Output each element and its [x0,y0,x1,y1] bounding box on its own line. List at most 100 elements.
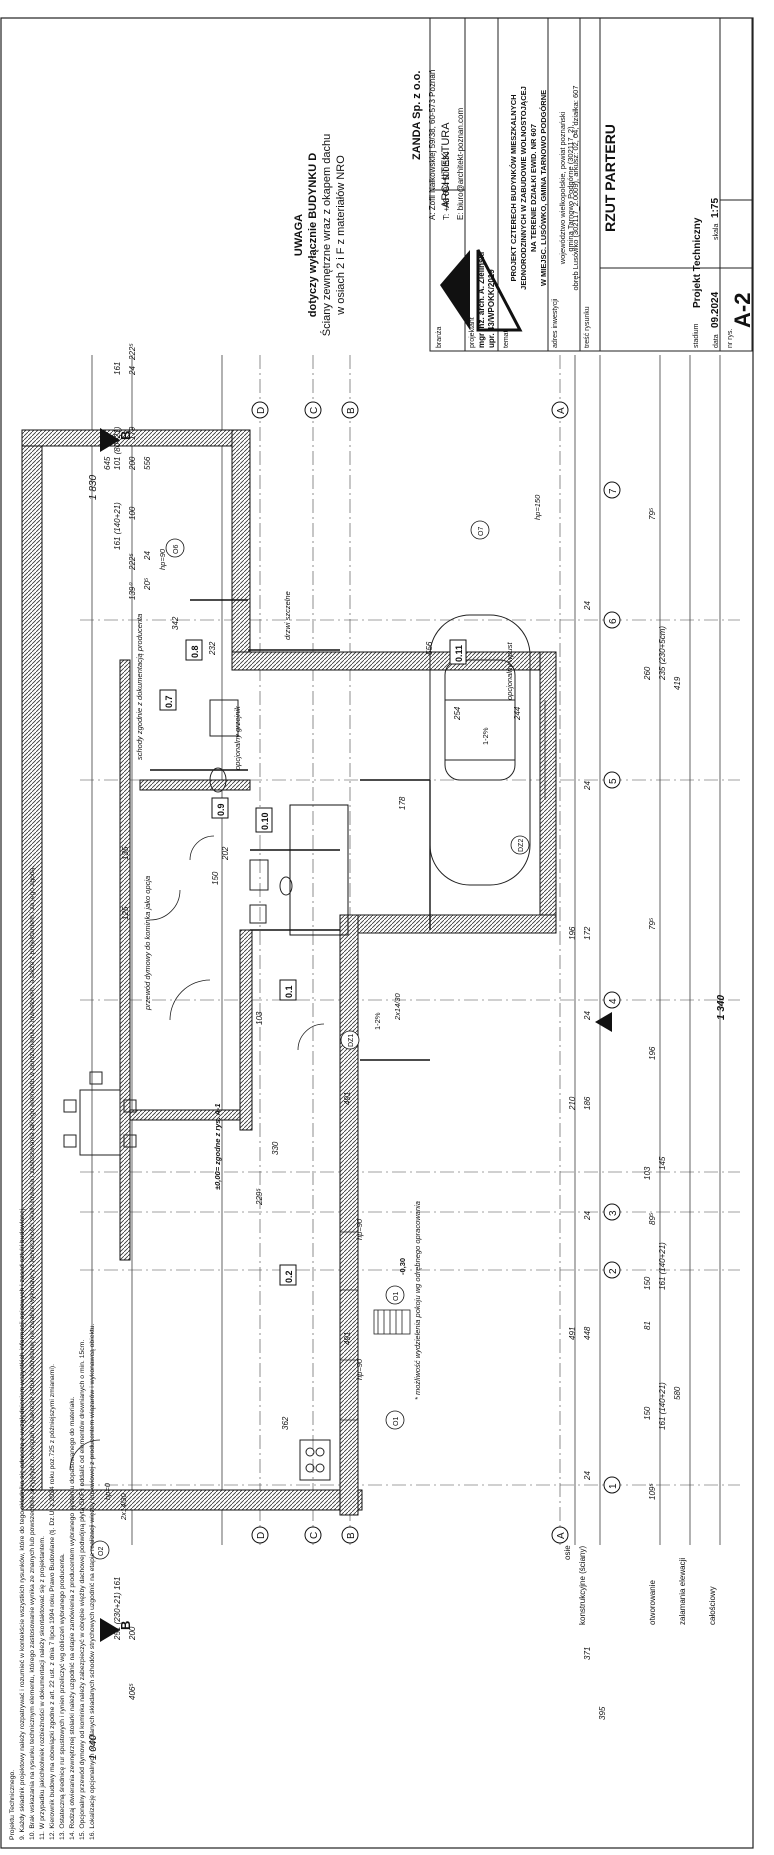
cooktop [299,1439,331,1481]
section-label-bottom: B [118,1621,133,1630]
room-dim-0: 229⁵ [255,1188,264,1206]
dim-bottom-12: 79⁵ [648,507,657,520]
dim-right-7: 101 (80+21) [113,426,122,470]
room-0-7: 0.7 [159,689,177,711]
dim-total-bottom: 1 340 [716,995,727,1020]
room-0-8: 0.8 [185,639,203,661]
dim-row2-3: 186 [583,1096,592,1110]
svg-text:0.1: 0.1 [284,985,294,998]
axis-letter-D: D [256,407,267,414]
axis-number-1: 1 [608,1483,619,1489]
projektant-name: mgr inż. arch. A. Zieliński [477,252,486,348]
drain-annotation: opcjonalny wpust [505,642,514,700]
axis-letter-C-bottom: C [309,1532,320,1539]
slope2-annotation: 1-2% [481,727,490,745]
room-0-11: 0.11 [449,639,467,665]
chimney-annotation: przewód dymowy do kominka jako opcja [143,876,152,1011]
note-13: 13. Ostateczną średnicę rur spustowych i… [59,1553,66,1840]
dim-row2-0: 24 [583,1471,592,1481]
walls [21,429,557,1516]
room-dim-13: 135 [121,846,130,860]
dim-row3-1: 491 [568,1327,577,1340]
svg-text:0.11: 0.11 [454,645,464,662]
room-labels: 0.1 0.2 0.7 0.8 0.9 0.10 0.11 [159,639,467,1286]
uwaga-title: UWAGA [293,214,305,256]
axis-number-7: 7 [608,488,619,494]
room-dim-4: 202 [221,846,230,861]
scale-value: 1:75 [710,198,721,218]
door-tag-o6: O6 [173,545,180,554]
dim-left-3: 406⁵ [128,1683,137,1700]
temat-line-3: NA TERENIE DZIAŁKI EWID. NR 607 [529,124,538,252]
dim-right-3: 161 (140+21) [113,502,122,550]
notes-intro: Projektu Technicznego. [9,1770,16,1840]
room-0-10: 0.10 [255,807,273,833]
row-label-zalamania: zalamania elewacji [678,1558,687,1625]
general-notes: Projektu Technicznego. 9. Każdy składnik… [9,866,96,1840]
dim-bottom-6: 89⁵ [648,1212,657,1225]
stairs [373,1309,411,1335]
room-dim-5: 150 [211,871,220,885]
room-dim-2: 342 [171,616,180,630]
dim-right-4: 139⁰ [128,582,137,600]
dim-right-5: 222⁵ [128,343,137,361]
door-tags: O1 O1 O2 O6 O7 DZ1 DZ2 [98,527,525,1556]
nr-rys-label: nr rys. [727,329,734,349]
svg-text:0.2: 0.2 [284,1270,294,1283]
room-dim-6: 556 [425,641,434,655]
dim-right-13: 20⁵ [143,577,152,591]
room-0-2: 0.2 [279,1264,297,1286]
dining-table [63,1071,137,1156]
svg-text:0.10: 0.10 [260,812,270,830]
company-phone: T: +48 694 500 534 [442,151,451,220]
level2-annotation: -0,30 [398,1258,407,1275]
uwaga-line-2: Ściany zewnętrzne wraz z okapem dachu [320,134,333,336]
dim-row2-8: 24 [583,601,592,611]
axis-number-2: 2 [608,1268,619,1274]
room-0-1: 0.1 [279,979,297,1001]
room-dimension-texts: 229⁵ 330 342 232 202 150 556 254 244 178… [121,616,522,1430]
room-dim-14: 125 [121,906,130,920]
dim-right-2: 100 [128,506,137,520]
row-label-calosciowy: całościowy [708,1586,717,1625]
room-dim-11: 362 [281,1416,290,1430]
dim-row3-0: 580 [673,1386,682,1400]
door-label-3: hp=90 [158,548,167,570]
door-tag-o2: O2 [98,1547,105,1556]
title-block: UWAGA dotyczy wyłącznie BUDYNKU D Ściany… [293,17,755,352]
axis-letter-B: B [346,407,357,414]
dim-row3-2: 210 [568,1096,577,1111]
drawing-title: RZUT PARTERU [602,124,618,232]
door-label-4: hp=150 [533,494,542,520]
car-outline [429,614,531,886]
dim-bottom-4: 150 [643,1276,652,1290]
note-ztype-annotation: * możliwość wydzielenia pokoju wg odrębn… [413,1201,422,1400]
dim-right-6: 200 [128,456,137,471]
tresc-label: treść rysunku [584,306,591,348]
room-dim-10: 491 [343,1092,352,1105]
door-tag-o7: O7 [478,527,485,536]
room-dim-3: 232 [208,641,217,656]
adres-line-2: gmina Tarnowo Podgórne (302117_2), [566,124,575,251]
stairs-annotation: schody zgodnie z dokumentacją producenta [135,614,144,760]
dim-row2-5: 172 [583,926,592,940]
section-markers [100,428,612,1642]
branza-label: branża [436,326,443,348]
floor-plan [21,355,740,1642]
door-label-2: hp=0 [103,1482,112,1500]
dim-row2-7: 260 [643,666,652,681]
door-label-5: 2x14/30 [119,1492,128,1521]
dim-row2-4: 24 [583,1011,592,1021]
row-label-konstrukcyjne: konstrukcyjne (ściany) [578,1546,587,1625]
date-value: 09.2024 [710,291,721,328]
dim-total-left: 1 040 [88,1735,99,1760]
note-12: 12. Kierownik budowy ma obowiązki zgodne… [49,1364,56,1840]
dim-bottom-8: 145 [658,1156,667,1170]
adres-line-1: województwo wielkopolskie, powiat poznań… [558,111,567,265]
sheet-border [0,17,754,1849]
temat-line-1: PROJEKT CZTERECH BUDYNKÓW MIESZKALNYCH [509,94,518,281]
company-email: E: biuro@architekt-poznan.com [456,107,465,220]
dim-bottom-0: 109⁵ [648,1483,657,1500]
room-dim-12: 491 [343,1332,352,1345]
adres-line-3: obręb Lusówko (302117_2.0009), arkusz: 0… [571,86,580,291]
